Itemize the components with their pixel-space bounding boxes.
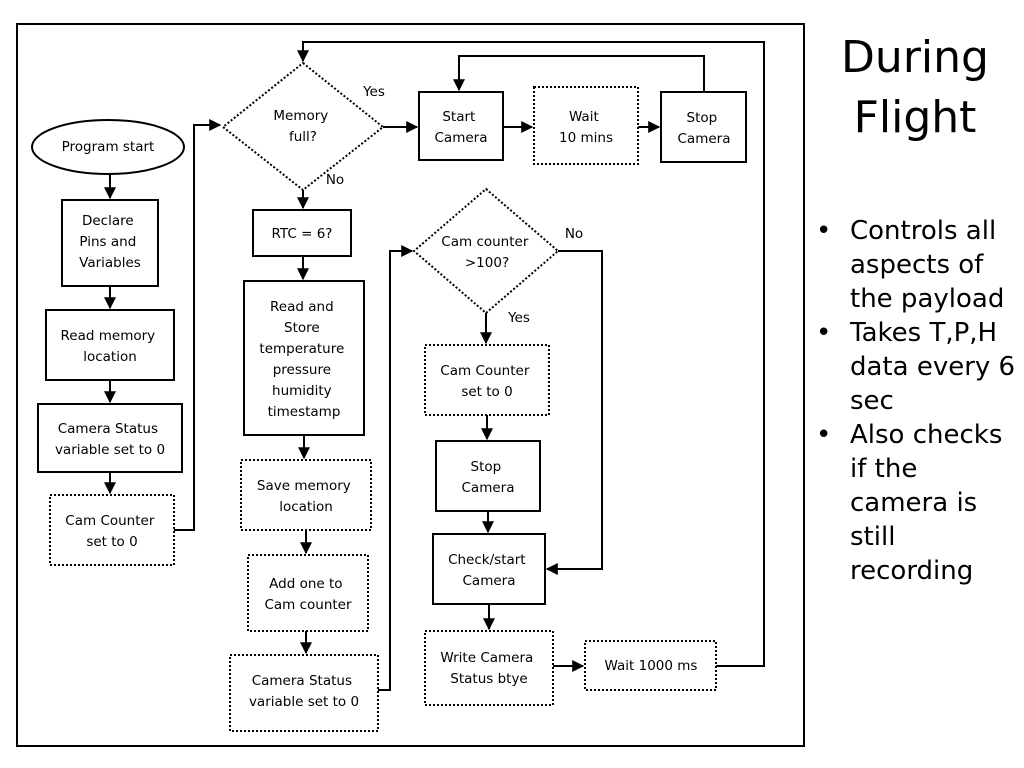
bullet-item: Takes T,P,H data every 6 sec: [812, 316, 1022, 418]
cam-yes-label: Yes: [507, 310, 530, 326]
camera-status-label-2: Camera Status variable set to 0: [249, 673, 359, 710]
memory-no-label: No: [326, 172, 344, 188]
camera-status-label-1: Camera Status variable set to 0: [55, 421, 165, 458]
program-start-node: [31, 119, 185, 175]
start-camera-node: [418, 91, 504, 161]
memory-yes-label: Yes: [362, 84, 385, 100]
memory-full-label: Memory full?: [273, 108, 332, 145]
arrow-wait-loop-to-memory: [297, 41, 765, 667]
cam-counter-node-2: [424, 344, 550, 416]
save-memory-node: [240, 459, 372, 531]
bullet-list: Controls all aspects of the payload Take…: [812, 214, 1022, 588]
bullet-item: Also checks if the camera is still recor…: [812, 418, 1022, 588]
slide-title: During Flight: [820, 28, 1010, 148]
check-start-node: [432, 533, 546, 605]
rtc-node: [252, 209, 352, 257]
wait-10-node: [533, 86, 639, 165]
cam-counter-decision: [412, 187, 560, 315]
arrow-counter-to-memory: [174, 119, 222, 531]
slide-title-line-2: Flight: [853, 92, 977, 143]
camera-status-node-2: [229, 654, 379, 732]
read-store-node: [243, 280, 365, 436]
camera-status-node-1: [37, 403, 183, 473]
wait-1000-label: Wait 1000 ms: [605, 658, 698, 674]
arrow-stop-loop-to-start: [453, 55, 705, 92]
cam-counter-check-label: Cam counter >100?: [441, 234, 532, 271]
bullet-item: Controls all aspects of the payload: [812, 214, 1022, 316]
memory-full-decision: [221, 61, 385, 192]
write-status-node: [424, 630, 554, 706]
cam-counter-label-2: Cam Counter set to 0: [440, 363, 533, 400]
arrow-status-to-cam-check: [378, 245, 414, 691]
save-memory-label: Save memory location: [257, 478, 355, 515]
slide-title-line-1: During: [841, 32, 989, 83]
read-memory-node: [45, 309, 175, 381]
declare-label: Declare Pins and Variables: [79, 213, 141, 271]
check-start-label: Check/start Camera: [448, 552, 530, 589]
stop-camera-label-1: Stop Camera: [678, 110, 731, 147]
stop-camera-node-2: [435, 440, 541, 512]
add-one-label: Add one to Cam counter: [264, 576, 352, 613]
stop-camera-node-1: [660, 91, 747, 163]
wait-10-label: Wait 10 mins: [559, 109, 613, 146]
stop-camera-label-2: Stop Camera: [462, 459, 515, 496]
arrow-cam-no-to-check: [545, 250, 603, 575]
read-memory-label: Read memory location: [61, 328, 160, 365]
program-start-label: Program start: [62, 139, 155, 155]
cam-counter-node-1: [49, 494, 175, 566]
wait-1000-node: [584, 640, 717, 691]
cam-counter-label-1: Cam Counter set to 0: [65, 513, 158, 550]
cam-no-label: No: [565, 226, 583, 242]
rtc-label: RTC = 6?: [272, 226, 333, 242]
write-status-label: Write Camera Status btye: [440, 650, 537, 687]
diagram-frame: [16, 23, 805, 747]
read-store-label: Read and Store temperature pressure humi…: [259, 299, 348, 420]
start-camera-label: Start Camera: [435, 109, 488, 146]
add-one-node: [247, 554, 369, 632]
